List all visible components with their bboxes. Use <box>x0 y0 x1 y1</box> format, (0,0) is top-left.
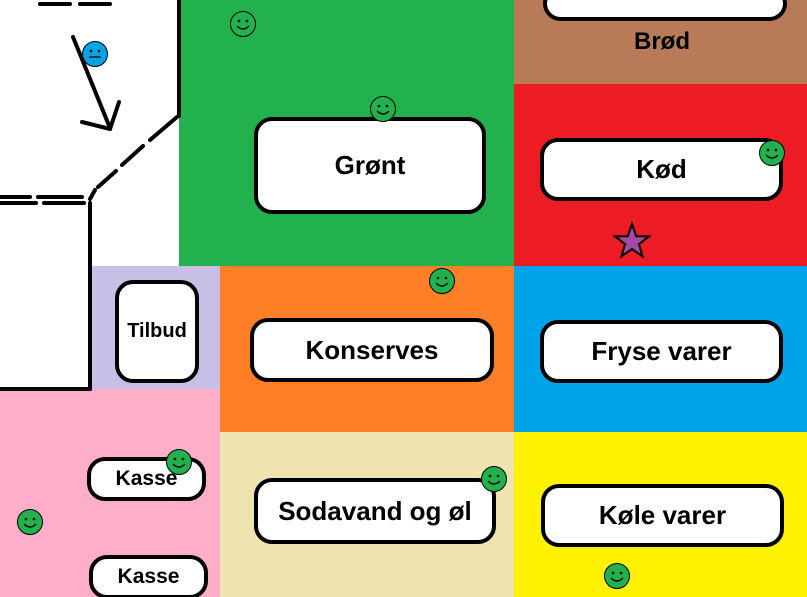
green-smiley-icon <box>16 508 44 536</box>
entrance-dash <box>88 188 97 201</box>
section-label-fryse: Fryse varer <box>540 320 783 383</box>
green-smiley-icon <box>480 465 508 493</box>
arrow-icon <box>71 35 112 130</box>
green-smiley-icon <box>165 448 193 476</box>
section-label-sodavand: Sodavand og øl <box>254 478 496 544</box>
section-label-gront: Grønt <box>254 117 486 214</box>
green-smiley-icon <box>229 10 257 38</box>
green-smiley-icon <box>603 562 631 590</box>
green-smiley-icon <box>428 267 456 295</box>
section-label-kasse-2: Kasse <box>89 555 208 597</box>
section-label-kole: Køle varer <box>541 484 784 547</box>
blue-smiley-icon <box>81 40 109 68</box>
section-label-kod: Kød <box>540 138 783 201</box>
green-smiley-icon <box>369 95 397 123</box>
section-label-brod: Brød <box>634 28 690 55</box>
arrow-icon <box>108 100 121 131</box>
section-label-konserves: Konserves <box>250 318 494 382</box>
green-smiley-icon <box>758 139 786 167</box>
purple-star-icon <box>612 220 652 259</box>
shelf-brod-top <box>543 0 787 21</box>
entrance-dash <box>148 115 179 142</box>
arrow-icon <box>80 120 112 131</box>
entrance-dash <box>120 144 145 167</box>
entrance-dash <box>96 169 118 189</box>
section-label-tilbud: Tilbud <box>115 280 199 383</box>
